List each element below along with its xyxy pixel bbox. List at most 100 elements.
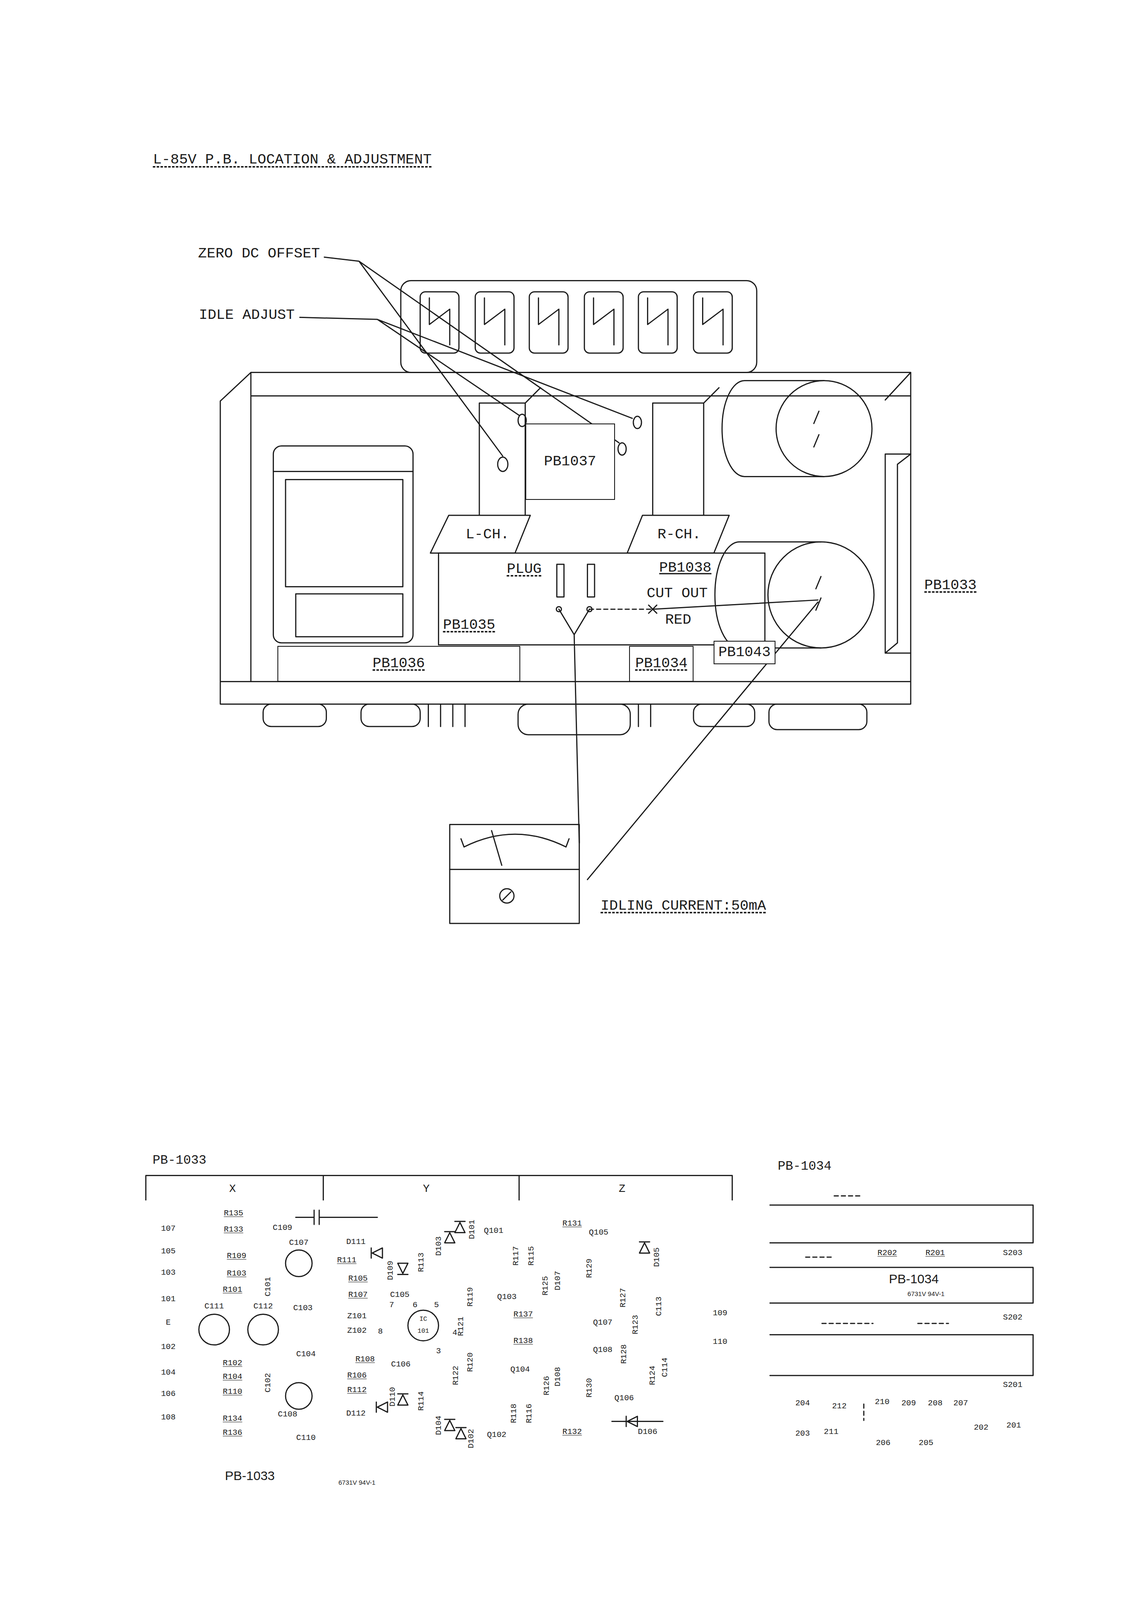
part-label: R121 [456, 1316, 466, 1337]
part-label: Q108 [592, 1345, 613, 1355]
part-label: 7 [389, 1300, 394, 1310]
part-label: 6 [412, 1300, 418, 1310]
board-name: PB1034 [635, 655, 688, 672]
part-label: R114 [416, 1390, 426, 1411]
part-label: 108 [160, 1412, 176, 1422]
part-label: R202 [877, 1248, 898, 1258]
board-name: PB1036 [372, 655, 425, 672]
part-label: 203 [795, 1428, 810, 1438]
part-label: Q103 [497, 1292, 517, 1302]
part-label: R201 [925, 1248, 945, 1258]
part-label: R123 [630, 1314, 640, 1335]
part-label: 210 [874, 1397, 890, 1407]
part-label: R137 [513, 1309, 534, 1319]
heatsink-fin-panel [400, 280, 757, 373]
component-symbol [444, 1419, 455, 1431]
part-label: 204 [795, 1398, 810, 1408]
front-knobs [428, 703, 466, 727]
part-label: C104 [296, 1349, 316, 1359]
part-label: D108 [553, 1366, 563, 1387]
part-label: Q104 [510, 1364, 531, 1374]
part-label: 201 [1006, 1420, 1021, 1430]
part-label: C105 [390, 1290, 410, 1300]
board-outline [805, 1256, 832, 1258]
front-knobs [263, 703, 327, 727]
circuit-board [438, 553, 766, 645]
component-symbol [285, 1249, 312, 1277]
part-label: C102 [263, 1372, 273, 1393]
filter-capacitor [722, 380, 825, 477]
component-symbol [371, 1247, 383, 1258]
part-label: R107 [348, 1290, 368, 1300]
leader-line [300, 317, 633, 419]
part-label: 211 [823, 1426, 839, 1436]
part-label: R102 [222, 1358, 243, 1368]
part-label: R126 [542, 1375, 551, 1396]
part-label: C108 [277, 1409, 298, 1419]
circuit-board [438, 553, 766, 645]
part-label: R116 [524, 1403, 534, 1423]
board-outline [834, 1195, 863, 1197]
circuit-board [587, 564, 595, 597]
part-label: 110 [712, 1337, 728, 1347]
component-symbol [639, 1241, 650, 1253]
part-label: Q106 [614, 1393, 635, 1403]
part-label: 6731V 94V-1 [338, 1478, 376, 1487]
part-label: C101 [263, 1276, 273, 1297]
callout-label: RED [664, 612, 691, 629]
board-outline [145, 1175, 733, 1200]
part-label: R132 [562, 1426, 583, 1436]
trim-pot [633, 416, 642, 429]
part-label: D106 [638, 1426, 658, 1436]
part-label: D111 [346, 1237, 366, 1247]
component-symbol [455, 1427, 467, 1439]
part-label: D101 [467, 1219, 477, 1240]
part-label: R120 [465, 1352, 475, 1372]
part-label: 3 [436, 1346, 441, 1356]
filter-capacitor [775, 380, 872, 477]
component-symbol [198, 1209, 663, 1439]
ammeter [449, 824, 580, 924]
part-label: D107 [553, 1270, 563, 1291]
part-label: R138 [513, 1335, 534, 1345]
part-label: IC [419, 1315, 428, 1323]
part-label: C113 [654, 1296, 664, 1316]
wire [587, 600, 818, 880]
transformer [273, 445, 413, 643]
callout-label: ZERO DC OFFSET [198, 245, 321, 262]
component-symbol [198, 1314, 230, 1345]
part-label: 8 [378, 1326, 383, 1336]
part-label: R118 [509, 1403, 519, 1423]
filter-capacitor [816, 576, 822, 611]
part-label: R133 [223, 1224, 244, 1234]
part-label: 104 [160, 1367, 176, 1377]
transformer [295, 593, 403, 637]
part-label: Z102 [347, 1326, 368, 1336]
part-label: 6731V 94V-1 [907, 1290, 945, 1298]
callout-label: PB1038 [659, 560, 712, 577]
front-knobs [769, 703, 867, 730]
part-label: 208 [927, 1398, 943, 1408]
transformer [273, 470, 413, 473]
transformer [285, 479, 403, 587]
heatsink-fin-panel [638, 291, 678, 353]
part-label: 102 [160, 1342, 176, 1352]
component-symbol [247, 1314, 279, 1345]
front-knobs [263, 703, 868, 735]
board-outline [769, 1195, 1034, 1420]
part-label: S202 [1002, 1312, 1023, 1322]
component-symbol [397, 1262, 409, 1274]
board-box: PB1037 [525, 423, 616, 500]
part-label: E [166, 1317, 171, 1327]
part-label: R124 [648, 1365, 658, 1385]
front-knobs [638, 703, 651, 727]
callout-label: PB1033 [924, 577, 977, 594]
ammeter [449, 824, 580, 924]
part-label: S201 [1002, 1379, 1023, 1389]
part-label: 107 [160, 1223, 176, 1233]
part-label: R113 [416, 1252, 426, 1272]
callout-label: CUT OUT [646, 585, 708, 602]
callout-label: PB-1033 [224, 1468, 275, 1483]
callout-label: Y [422, 1182, 430, 1195]
